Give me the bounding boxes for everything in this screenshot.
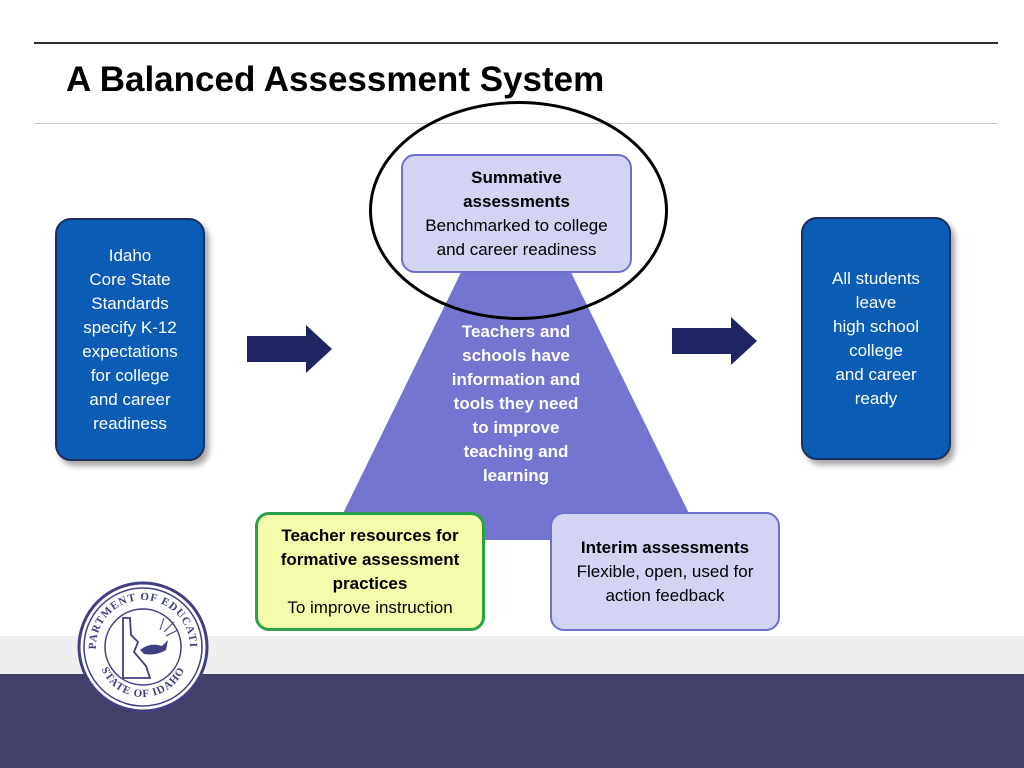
- center-line: teaching and: [463, 442, 569, 461]
- center-line: Teachers and: [461, 322, 571, 341]
- formative-heading: formative assessment: [280, 549, 460, 569]
- summative-body: Benchmarked to college: [425, 215, 608, 235]
- standards-line: readiness: [93, 413, 167, 433]
- summative-box: Summative assessments Benchmarked to col…: [401, 154, 632, 273]
- top-rule: [34, 42, 998, 44]
- outcome-line: college: [849, 340, 903, 360]
- standards-line: Core State: [89, 269, 171, 289]
- outcome-box: All students leave high school college a…: [801, 217, 951, 460]
- outcome-line: leave: [855, 292, 897, 312]
- center-line: schools have: [462, 346, 570, 365]
- interim-box: Interim assessments Flexible, open, used…: [550, 512, 780, 631]
- idaho-seal-logo: DEPARTMENT OF EDUCATION STATE OF IDAHO: [76, 580, 209, 713]
- summative-heading: assessments: [463, 191, 570, 211]
- right-arrow: [672, 317, 757, 365]
- formative-box: Teacher resources for formative assessme…: [255, 512, 485, 631]
- lamp-icon: [140, 640, 168, 655]
- slide-title: A Balanced Assessment System: [66, 60, 605, 99]
- standards-line: for college: [90, 365, 170, 385]
- formative-heading: practices: [332, 573, 408, 593]
- standards-line: Standards: [91, 293, 169, 313]
- standards-line: expectations: [82, 341, 178, 361]
- formative-heading: Teacher resources for: [281, 525, 459, 545]
- center-triangle: [330, 160, 702, 540]
- outcome-line: ready: [854, 388, 898, 408]
- standards-line: and career: [89, 389, 171, 409]
- center-line: learning: [482, 466, 550, 485]
- center-line: tools they need: [453, 394, 579, 413]
- center-line: information and: [451, 370, 581, 389]
- idaho-state-icon: [122, 617, 152, 679]
- outcome-line: and career: [835, 364, 917, 384]
- formative-body: To improve instruction: [287, 597, 453, 617]
- interim-body: Flexible, open, used for: [576, 561, 754, 581]
- outcome-line: high school: [832, 316, 919, 336]
- standards-box: Idaho Core State Standards specify K-12 …: [55, 218, 205, 461]
- interim-body: action feedback: [605, 585, 725, 605]
- title-rule: [34, 123, 998, 124]
- summative-heading: Summative: [471, 167, 562, 187]
- left-arrow: [247, 325, 332, 373]
- sun-rays-icon: [159, 617, 179, 637]
- summative-body: and career readiness: [436, 239, 597, 259]
- interim-heading: Interim assessments: [580, 537, 750, 557]
- standards-line: Idaho: [108, 245, 152, 265]
- triangle-center-text: Teachers and schools have information an…: [432, 320, 600, 488]
- outcome-line: All students: [832, 268, 920, 288]
- standards-line: specify K-12: [83, 317, 177, 337]
- center-line: to improve: [472, 418, 560, 437]
